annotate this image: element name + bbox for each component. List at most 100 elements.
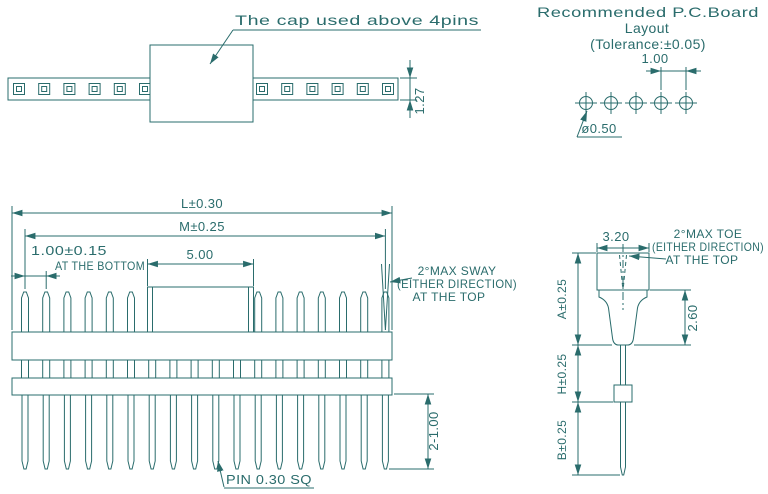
toe-note-line3: AT THE TOP [666, 253, 739, 267]
pin-cross-section-core [91, 86, 98, 92]
pin-top [105, 291, 114, 332]
dim-H: H±0.25 [555, 345, 613, 403]
sway-envelope-right [384, 263, 390, 331]
pin-tail [318, 395, 326, 470]
toe-note-line1: 2°MAX TOE [674, 227, 743, 241]
sway-note-line2: (EITHER DIRECTION) [397, 277, 517, 291]
dim-L: L±0.30 [11, 196, 393, 330]
toe-note-leader [628, 253, 667, 261]
pcb-layout: Recommended P.C.Board Layout (Tolerance:… [537, 4, 759, 138]
pin-tail [106, 395, 114, 470]
pin-note-leader [217, 460, 225, 488]
toe-note: 2°MAX TOE (EITHER DIRECTION) AT THE TOP [628, 227, 764, 267]
pin-cross-section [13, 83, 25, 95]
pin-cross-section-core [284, 86, 291, 92]
pin-cross-section [88, 83, 101, 95]
pin-top [63, 291, 72, 332]
pin-tail [127, 395, 135, 470]
pin-cross-section-core [41, 86, 48, 92]
pin-cross-section [139, 83, 151, 95]
pin-tail [275, 395, 283, 470]
dim-3-20: 3.20 [596, 229, 650, 252]
pcb-title-line2: Layout [625, 20, 669, 36]
side-view: 3.20 2°MAX TOE (EITHER DIRECTION) AT THE… [555, 227, 764, 476]
pin-note-label: PIN 0.30 SQ [226, 472, 312, 487]
pin-cross-section-core [259, 86, 265, 92]
pin-tail [169, 395, 177, 470]
pin-cross-section-core [359, 86, 366, 92]
pin-size-note: PIN 0.30 SQ [217, 460, 314, 489]
dim-M: M±0.25 [24, 219, 386, 289]
front-view: L±0.30 M±0.25 1.00±0.15 AT THE BOTTOM 5.… [11, 196, 517, 489]
toe-note-line2: (EITHER DIRECTION) [652, 240, 764, 254]
dim-pin-pitch-note: AT THE BOTTOM [55, 259, 145, 273]
pin-cross-section-core [309, 86, 316, 92]
pin-top [21, 291, 29, 332]
dim-tail-label: 2-1.00 [426, 411, 441, 450]
top-view: The cap used above 4pins 1.27 [7, 12, 481, 123]
pin-top [275, 291, 284, 332]
dim-hole-diameter: ø0.50 [576, 110, 622, 138]
top-view-pins [13, 83, 394, 95]
pin-side-view [620, 345, 626, 476]
pin-top [296, 291, 305, 332]
dim-2-60-label: 2.60 [685, 305, 700, 332]
pin-top [317, 291, 326, 332]
pin-tail [233, 395, 241, 470]
dim-1-00-pitch: 1.00 [642, 51, 701, 90]
dim-2-60: 2.60 [634, 289, 700, 346]
dim-M-label: M±0.25 [179, 219, 225, 234]
dim-L-label: L±0.30 [181, 196, 223, 211]
dim-pin-pitch-label: 1.00±0.15 [31, 243, 107, 258]
pin-cross-section [113, 83, 126, 95]
pin-tail [191, 395, 199, 470]
pin-top [339, 291, 347, 332]
pin-cross-section [281, 83, 294, 95]
cap-front-view [147, 286, 254, 333]
sway-note-line1: 2°MAX SWAY [418, 264, 497, 278]
pin-cross-section-core [334, 86, 341, 92]
pin-tail [254, 395, 262, 470]
pin-top [254, 291, 263, 332]
dim-tail-length: 2-1.00 [389, 393, 441, 470]
pin-top [360, 291, 369, 332]
pcb-tolerance-note: (Tolerance:±0.05) [590, 36, 706, 52]
dim-hole-dia-label: ø0.50 [581, 121, 616, 136]
pin-cross-section [331, 83, 344, 95]
toe-envelope-right [622, 254, 627, 290]
dim-A-label: A±0.25 [555, 279, 569, 319]
pin-cross-section-core [116, 86, 123, 92]
pin-cross-section [306, 83, 319, 95]
cap-note-label: The cap used above 4pins [235, 12, 479, 28]
pin-tail [339, 395, 347, 470]
pin-tail [63, 395, 71, 470]
dim-3-20-label: 3.20 [603, 229, 630, 244]
pin-cross-section [63, 83, 76, 95]
sway-note-leader [389, 276, 413, 284]
dim-1-00-label: 1.00 [642, 51, 669, 66]
sway-envelope-left [381, 263, 386, 331]
pin-cross-section [38, 83, 51, 95]
front-view-pins [21, 291, 390, 470]
dim-1-27-label: 1.27 [412, 88, 427, 115]
pin-tail [148, 395, 156, 470]
dim-cap-width-label: 5.00 [187, 247, 214, 262]
dim-H-label: H±0.25 [555, 353, 569, 394]
cap-top-view [149, 44, 254, 123]
pin-cross-section-core [142, 86, 148, 92]
sway-note: 2°MAX SWAY (EITHER DIRECTION) AT THE TOP [389, 264, 517, 304]
pin-tail [297, 395, 305, 470]
pin-cross-section-core [16, 86, 22, 92]
pin-tail [381, 395, 389, 470]
insulator-lower-bar [11, 377, 393, 396]
pin-tail [42, 395, 50, 470]
pin-tail [212, 395, 220, 470]
pin-tail [360, 395, 368, 470]
pin-top [127, 291, 135, 332]
pin-top [381, 291, 390, 332]
dim-1-27: 1.27 [400, 60, 427, 118]
pin-tail [85, 395, 93, 470]
pin-cross-section [382, 83, 394, 95]
insulator-side-profile [598, 289, 648, 346]
